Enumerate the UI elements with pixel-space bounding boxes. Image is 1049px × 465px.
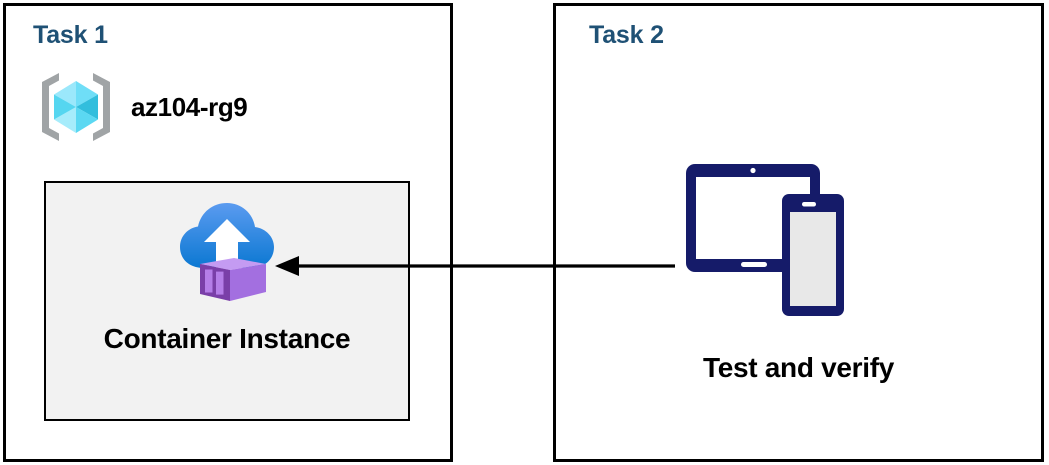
task-2-heading: Task 2 bbox=[589, 21, 664, 49]
test-and-verify-label: Test and verify bbox=[702, 352, 895, 383]
panel-task-1: Task 1 bbox=[3, 3, 453, 462]
resource-group-label: az104-rg9 bbox=[131, 91, 248, 122]
container-instance-label: Container Instance bbox=[103, 323, 351, 354]
azure-resource-group-icon bbox=[37, 68, 115, 146]
task-1-heading: Task 1 bbox=[33, 21, 108, 49]
resource-group-row: az104-rg9 bbox=[37, 68, 248, 146]
container-instance-box: Container Instance bbox=[44, 181, 410, 421]
